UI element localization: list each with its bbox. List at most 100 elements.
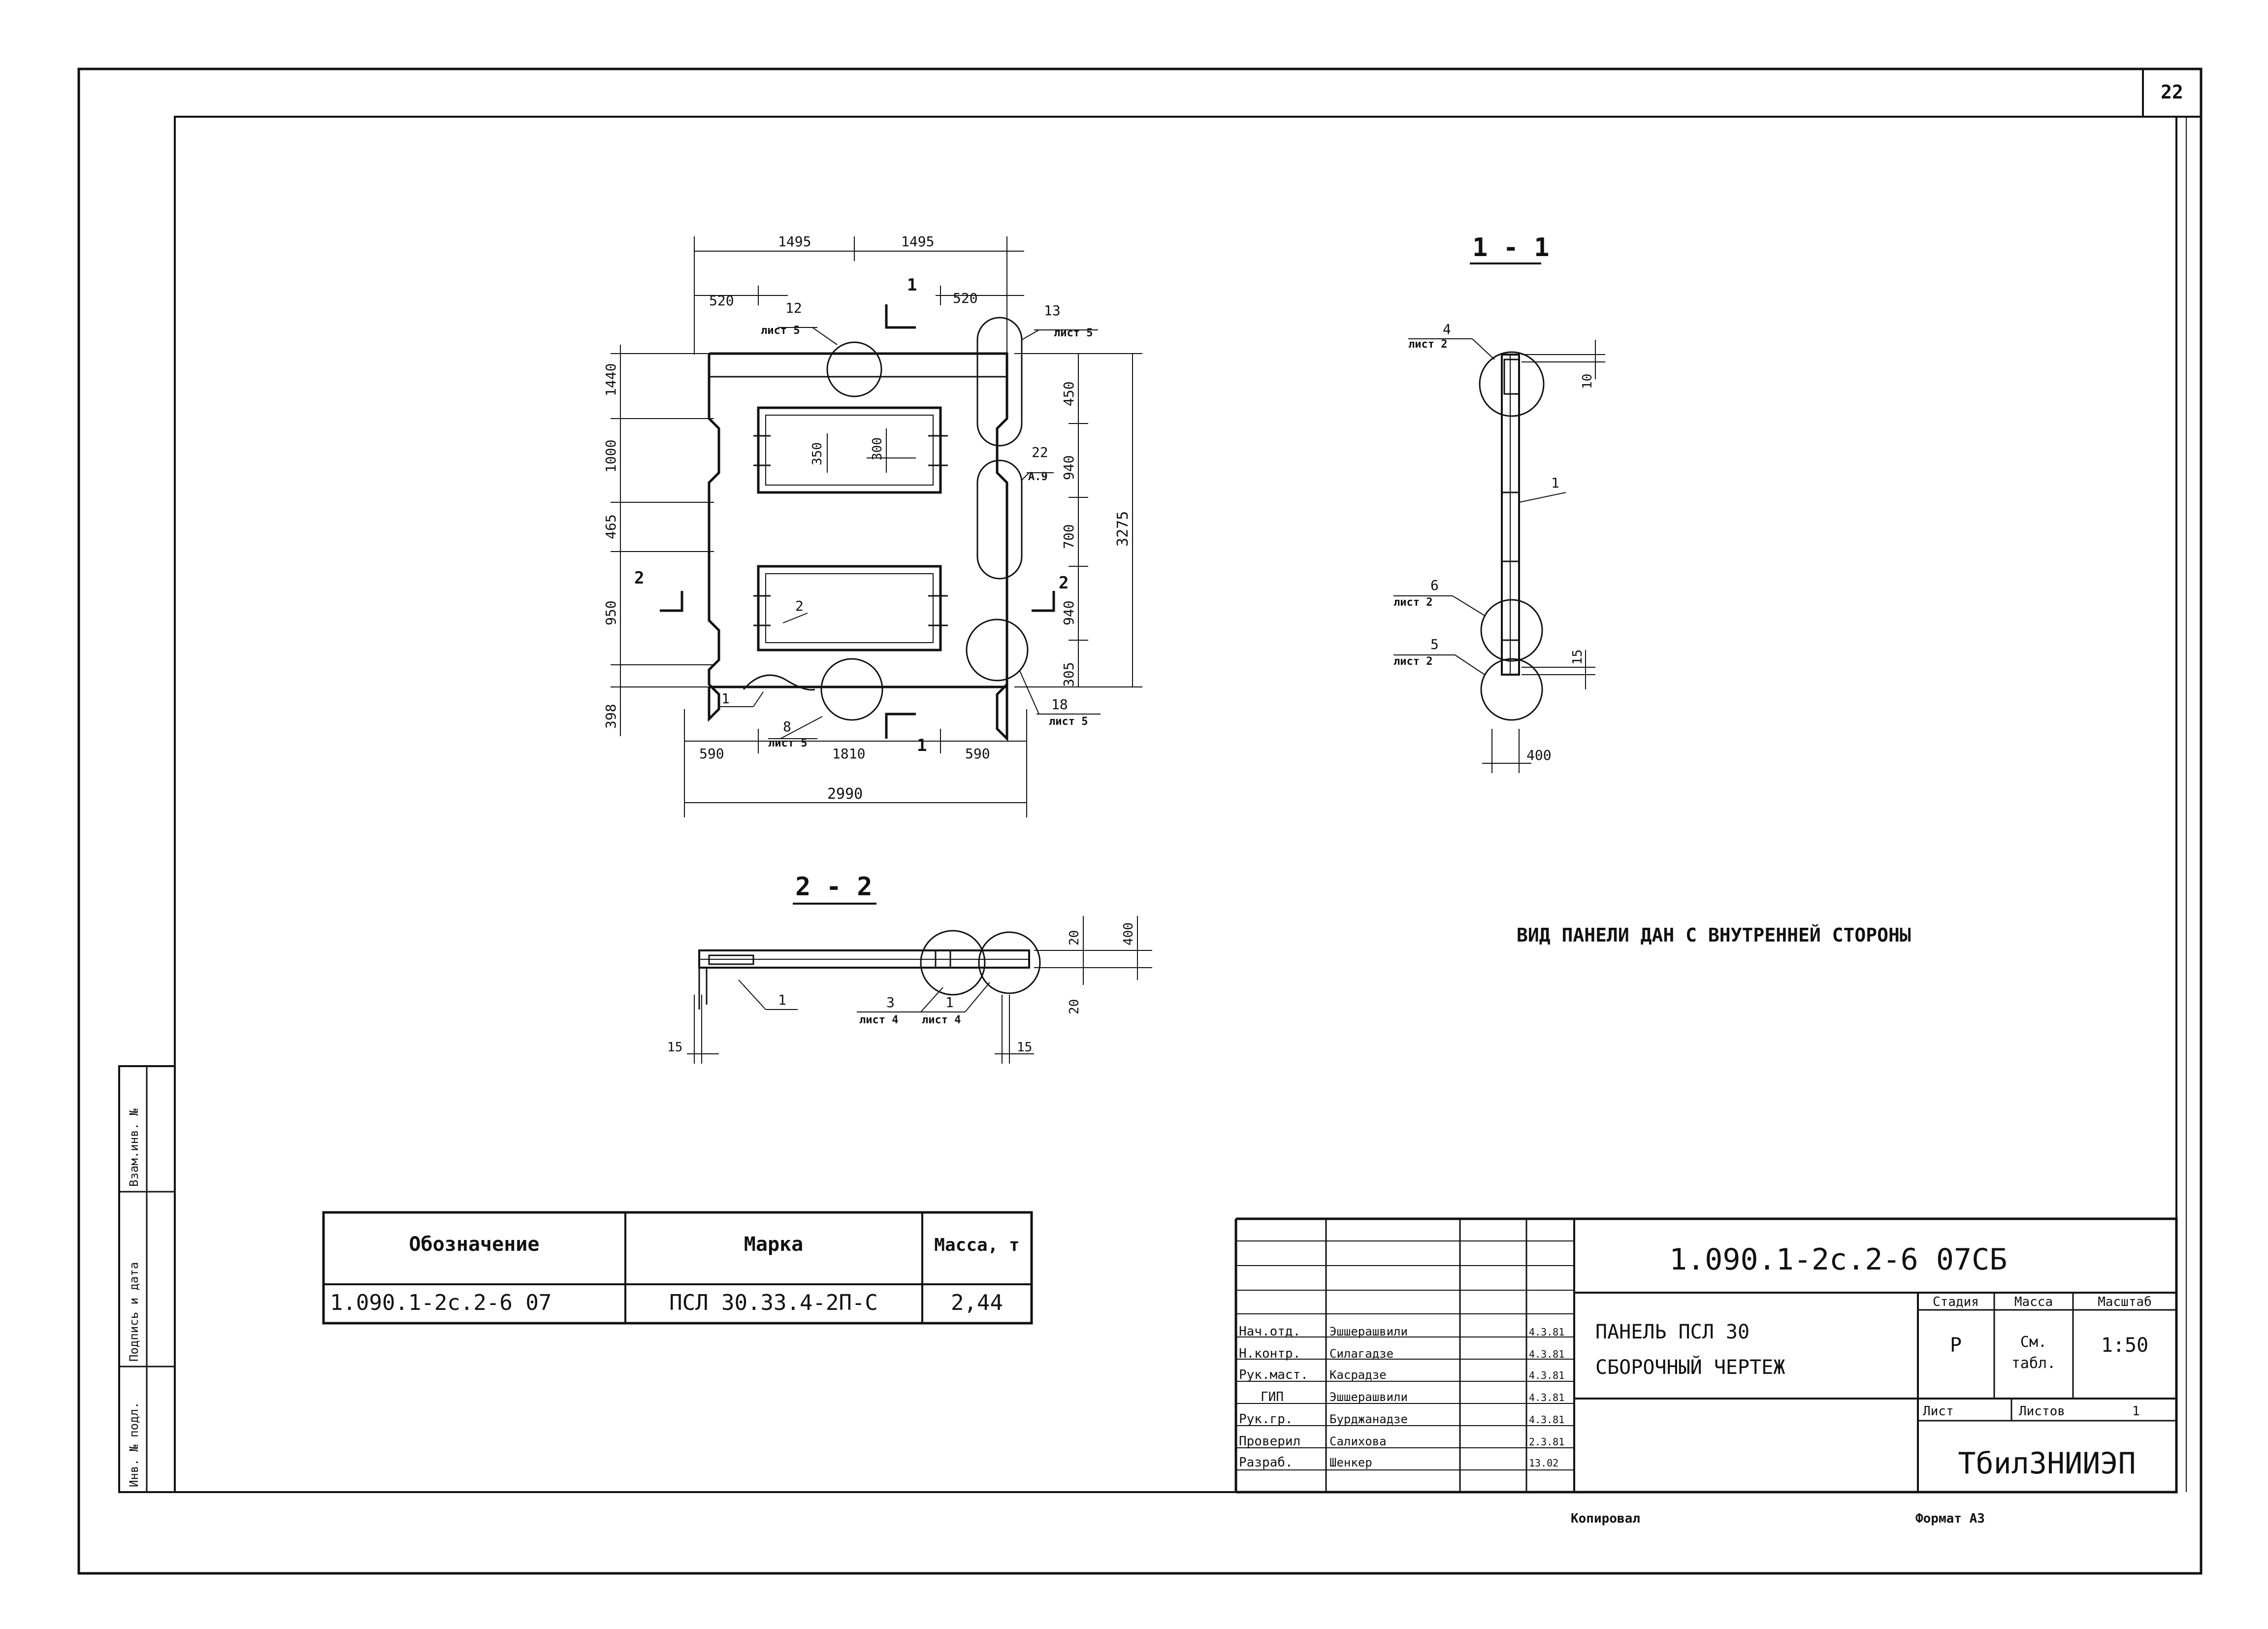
section-1-title: 1 - 1 (1472, 233, 1550, 262)
plan-callout-1-num: 1 (721, 690, 730, 707)
view-note: ВИД ПАНЕЛИ ДАН С ВНУТРЕННЕЙ СТОРОНЫ (1517, 924, 1911, 946)
staff-name-1: Эшшерашвили (1329, 1325, 1408, 1338)
side-stamp-inv: Инв. № подл. (127, 1402, 141, 1487)
side-stamp: Инв. № подл. Подпись и дата Взам.инв. № (118, 1065, 176, 1493)
title-mass-label: Масса (2014, 1295, 2053, 1309)
section-1-callout-6-sheet: лист 2 (1393, 596, 1432, 609)
staff-role-2: Н.контр. (1239, 1346, 1300, 1361)
section-2-dim-4: 15 (667, 1040, 682, 1055)
plan-callout-8-num: 8 (783, 718, 791, 735)
plan-dim-left-1: 1440 (603, 363, 619, 396)
staff-name-3: Касрадзе (1329, 1368, 1387, 1382)
spec-cell-mass: 2,44 (951, 1290, 1003, 1315)
plan-section-1-bottom: 1 (917, 736, 927, 755)
staff-date-1: 4.3.81 (1529, 1326, 1564, 1338)
plan-callout-13-num: 13 (1044, 302, 1061, 319)
plan-dim-bottom-1: 590 (699, 746, 724, 762)
section-1-dim-3: 400 (1526, 747, 1552, 763)
staff-role-5: Рук.гр. (1239, 1412, 1293, 1427)
title-sheets-count: 1 (2132, 1404, 2140, 1419)
title-name-line2: СБОРОЧНЫЙ ЧЕРТЕЖ (1595, 1355, 1785, 1379)
plan-callout-12-num: 12 (785, 300, 802, 316)
title-mass-line1: См. (2020, 1334, 2047, 1351)
section-2-callout-1-num: 1 (778, 992, 786, 1008)
spec-header-mark: Марка (744, 1233, 803, 1256)
section-1-callout-5-sheet: лист 2 (1393, 655, 1432, 668)
section-1-callout-4-sheet: лист 2 (1408, 338, 1447, 351)
staff-name-6: Салихова (1329, 1434, 1387, 1448)
section-2-callout-1b-sheet: лист 4 (922, 1014, 961, 1026)
plan-section-2-right: 2 (1059, 573, 1069, 593)
plan-dim-right-3: 700 (1061, 524, 1077, 549)
section-1-callout-6-num: 6 (1430, 577, 1439, 593)
section-1-callout-4-num: 4 (1443, 321, 1451, 337)
staff-date-5: 4.3.81 (1529, 1414, 1564, 1426)
copied-by: Копировал (1571, 1511, 1640, 1526)
plan-opening-dim-2: 300 (870, 437, 885, 460)
plan-dim-top-4: 520 (953, 290, 978, 306)
plan-callout-22-num: 22 (1032, 444, 1048, 460)
spec-header-designation: Обозначение (409, 1233, 540, 1256)
staff-name-5: Бурджанадзе (1329, 1412, 1408, 1426)
staff-date-7: 13.02 (1529, 1457, 1558, 1469)
plan-dim-bottom-total: 2990 (827, 785, 863, 803)
plan-callout-18-sheet: лист 5 (1049, 716, 1088, 728)
title-name-line1: ПАНЕЛЬ ПСЛ 30 (1595, 1321, 1750, 1343)
section-2-title: 2 - 2 (795, 872, 873, 902)
section-1-dim-1: 10 (1580, 374, 1595, 389)
section-2-dim-1: 20 (1067, 930, 1082, 945)
plan-callout-2-num: 2 (795, 598, 804, 614)
title-code: 1.090.1-2с.2-6 07СБ (1669, 1242, 2007, 1277)
section-2-2: 2 - 2 20 400 20 15 15 1 3 лист 4 (667, 872, 1152, 1064)
staff-role-1: Нач.отд. (1239, 1324, 1300, 1339)
sheet-format: Формат А3 (1915, 1511, 1985, 1526)
plan-section-1-top: 1 (907, 275, 917, 295)
staff-role-6: Проверил (1239, 1434, 1300, 1449)
staff-role-3: Рук.маст. (1239, 1368, 1308, 1382)
side-stamp-sign: Подпись и дата (127, 1262, 141, 1362)
staff-name-2: Силагадзе (1329, 1347, 1393, 1361)
plan-dim-right-total: 3275 (1114, 511, 1132, 547)
plan-dim-right-1: 450 (1061, 381, 1077, 406)
panel-plan: 350 300 1 1 2 2 1495 1495 520 520 (603, 233, 1142, 817)
plan-section-2-left: 2 (634, 568, 644, 588)
plan-dim-right-5: 305 (1061, 662, 1077, 687)
plan-callout-18-num: 18 (1051, 696, 1068, 713)
staff-name-4: Эшшерашвили (1329, 1390, 1408, 1404)
title-scale-label: Масштаб (2098, 1295, 2152, 1309)
plan-dim-top-2: 1495 (901, 233, 934, 250)
plan-callout-22-sheet: А.9 (1028, 471, 1048, 483)
title-stage: Р (1950, 1334, 1962, 1357)
plan-dim-left-3: 465 (603, 514, 619, 539)
section-2-callout-1b-num: 1 (945, 994, 954, 1010)
section-2-dim-2: 400 (1121, 922, 1136, 945)
plan-dim-left-2: 1000 (603, 440, 619, 473)
plan-dim-top-3: 520 (709, 293, 734, 309)
outer-frame (77, 67, 2203, 1575)
staff-role-7: Разраб. (1239, 1455, 1293, 1470)
plan-callout-12-sheet: лист 5 (761, 325, 800, 337)
section-2-callout-3-sheet: лист 4 (859, 1014, 898, 1026)
plan-dim-bottom-2: 1810 (832, 746, 865, 762)
title-scale: 1:50 (2101, 1334, 2148, 1357)
title-org: ТбилЗНИИЭП (1958, 1446, 2136, 1481)
side-stamp-replace: Взам.инв. № (127, 1108, 141, 1187)
sheet-number: 22 (2161, 81, 2183, 103)
section-1-callout-1-num: 1 (1551, 475, 1559, 491)
spec-table: Обозначение Марка Масса, т 1.090.1-2с.2-… (322, 1211, 1033, 1325)
plan-opening-dim-1: 350 (810, 442, 825, 465)
staff-date-6: 2.3.81 (1529, 1436, 1564, 1448)
plan-dim-left-5: 398 (603, 704, 619, 729)
title-mass-line2: табл. (2011, 1355, 2056, 1372)
section-1-1: 1 - 1 10 15 400 4 лист 2 1 6 лист (1393, 233, 1605, 773)
section-1-dim-2: 15 (1570, 650, 1585, 665)
staff-date-3: 4.3.81 (1529, 1369, 1564, 1381)
plan-dim-right-4: 940 (1061, 600, 1077, 625)
plan-dim-left-4: 950 (603, 600, 619, 625)
title-sheet-label: Лист (1923, 1404, 1954, 1419)
section-1-callout-5-num: 5 (1430, 636, 1439, 652)
plan-dim-bottom-3: 590 (965, 746, 990, 762)
spec-cell-designation: 1.090.1-2с.2-6 07 (330, 1290, 551, 1315)
staff-role-4: ГИП (1261, 1390, 1284, 1404)
staff-name-7: Шенкер (1329, 1456, 1372, 1469)
